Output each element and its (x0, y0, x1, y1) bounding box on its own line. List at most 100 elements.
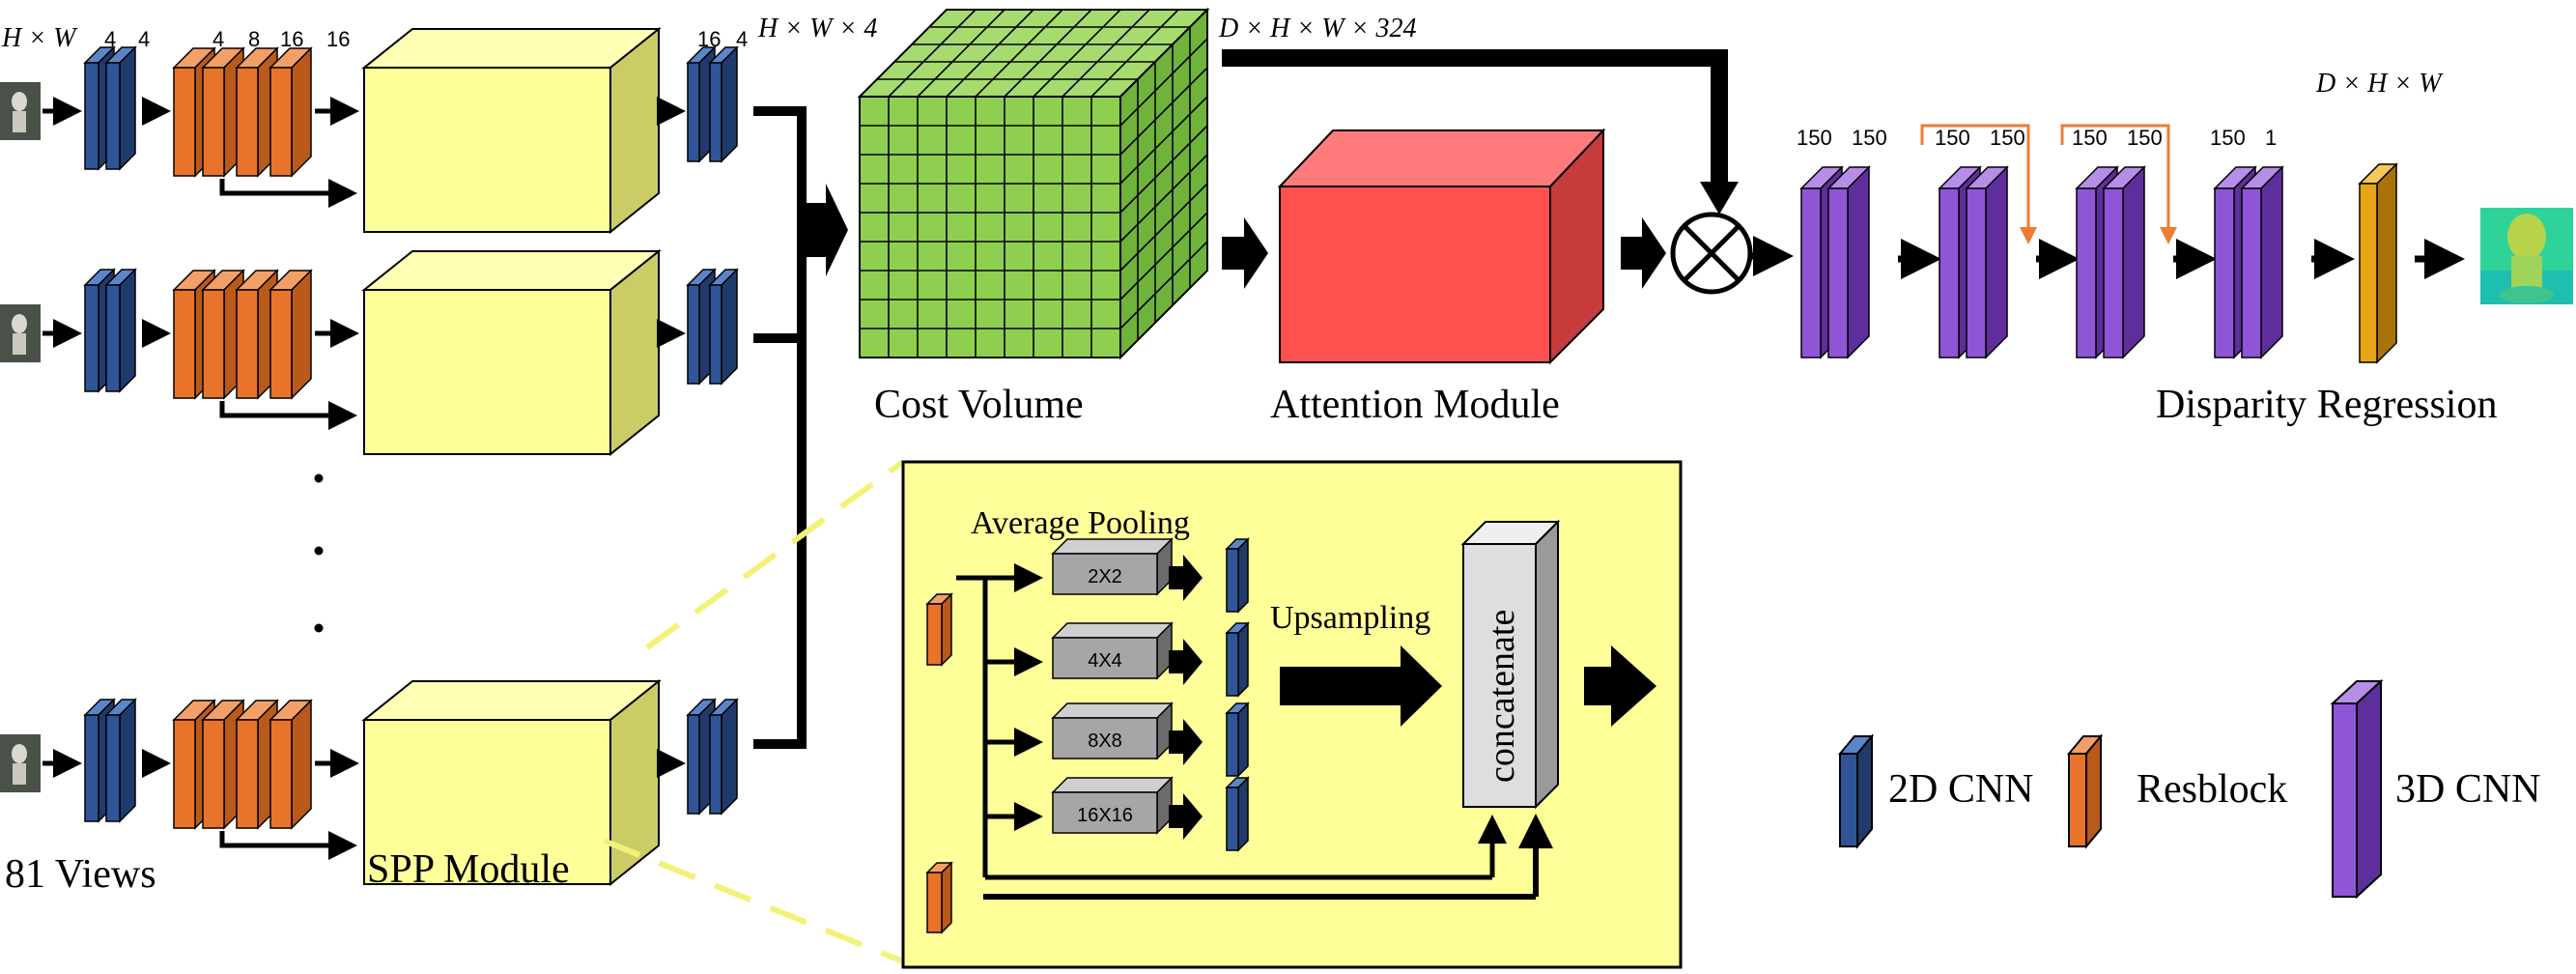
regression-dims-label: D × H × W (2315, 69, 2444, 99)
concatenate-label: concatenate (1482, 610, 1522, 783)
cost-volume-label: Cost Volume (874, 383, 1084, 427)
channel-label: 150 (1852, 126, 1887, 150)
2d-cnn-layer (708, 45, 739, 163)
attention-module-cube (1277, 128, 1606, 365)
ellipsis-dot (314, 623, 324, 633)
pool-block (1051, 702, 1174, 760)
pooling-branch: 2X2 (985, 537, 1250, 614)
resblock-layer (269, 699, 313, 830)
bypass-arrow (1222, 49, 1728, 184)
channel-label-out-2: 4 (736, 27, 748, 51)
legend-3d-cnn-swatch (2330, 678, 2384, 900)
resblock-layer (269, 269, 313, 400)
input-row (0, 26, 739, 235)
channel-label-res-1: 4 (212, 27, 224, 51)
input-row (0, 678, 739, 887)
attention-dims-label: D × H × W × 324 (1218, 14, 1416, 43)
channel-label: 150 (1797, 126, 1832, 150)
pool-arrow (1169, 555, 1203, 601)
channel-label: 150 (1990, 126, 2025, 150)
spp-module-label: SPP Module (367, 847, 570, 892)
upsampled-map (1225, 621, 1250, 698)
legend-2d-cnn-swatch (1837, 733, 1875, 849)
legend-resblock-swatch (2066, 733, 2104, 849)
average-pooling-label: Average Pooling (971, 505, 1190, 541)
spp-module-cube (361, 678, 662, 887)
cost-volume-dims-label: H × W × 4 (757, 14, 877, 43)
2d-cnn-layer (104, 268, 137, 393)
channel-label-2d-1: 4 (104, 27, 116, 51)
buddha-statue-thumbnail-icon (0, 734, 41, 792)
bypass-arrowhead (1700, 182, 1739, 215)
channel-label: 150 (2210, 126, 2246, 150)
pool-block (1051, 537, 1174, 596)
legend-3d-cnn-label: 3D CNN (2395, 767, 2541, 812)
spp-inner-flow (925, 575, 1553, 934)
upsampling-arrow (1280, 645, 1442, 727)
pool-arrow (1169, 639, 1203, 685)
pooling-branch: 16X16 (985, 776, 1250, 852)
ellipsis-dot (314, 546, 324, 556)
regression-layer (2358, 162, 2398, 364)
pool-block (1051, 776, 1174, 835)
skip-connection-arrow (2060, 124, 2177, 244)
pool-arrow (1169, 719, 1203, 765)
pooling-branch: 8X8 (985, 702, 1250, 778)
spp-module-cube (361, 26, 662, 235)
channel-label: 1 (2265, 126, 2277, 150)
channel-label-2d-2: 4 (138, 27, 150, 51)
channel-label: 150 (2072, 126, 2108, 150)
ellipsis-dot (314, 473, 324, 483)
arrow-to-multiply (1621, 217, 1666, 289)
channel-label: 150 (1935, 126, 1970, 150)
arrow-to-attention (1222, 217, 1268, 289)
views-label: 81 Views (5, 852, 156, 897)
pool-size-label: 16X16 (1077, 805, 1133, 826)
multiply-circle-icon (1670, 212, 1753, 295)
resblock-layer (269, 46, 313, 178)
channel-label-res-2: 8 (248, 27, 260, 51)
channel-label-res-4: 16 (326, 27, 350, 51)
input-dims-label: H × W (1, 23, 78, 53)
attention-module-label: Attention Module (1270, 383, 1560, 427)
2d-cnn-layer (104, 45, 137, 171)
skip-arrow (219, 401, 357, 430)
pooling-branch: 4X4 (985, 621, 1250, 698)
skip-arrow (219, 831, 357, 860)
2d-cnn-layer (708, 268, 739, 386)
2d-cnn-layer (104, 698, 137, 823)
disparity-regression-label: Disparity Regression (2156, 383, 2497, 427)
cnn3d-pair: 150 150 (2072, 126, 2163, 359)
upsampled-map (1225, 702, 1250, 778)
legend (1837, 678, 2384, 900)
buddha-statue-thumbnail-icon (0, 82, 41, 140)
spp-module-cube (361, 248, 662, 457)
pool-block (1051, 621, 1174, 680)
cost-volume-faces (857, 7, 1210, 360)
pool-size-label: 2X2 (1088, 566, 1122, 587)
disparity-map-thumbnail-icon (2480, 208, 2573, 304)
channel-label: 150 (2127, 126, 2163, 150)
pool-size-label: 4X4 (1088, 650, 1122, 672)
merge-bus (753, 106, 848, 749)
cnn3d-layer (1965, 165, 2009, 359)
legend-2d-cnn-label: 2D CNN (1888, 767, 2034, 812)
pool-arrow (1169, 793, 1203, 840)
skip-connection-arrow (1920, 124, 2037, 244)
cost-volume-cube (857, 7, 1210, 360)
upsampled-map (1225, 537, 1250, 614)
concatenate-block (1460, 519, 1561, 810)
cnn3d-layer (2240, 165, 2284, 359)
cnn3d-layer (1826, 165, 1871, 359)
legend-resblock-label: Resblock (2137, 767, 2287, 812)
pool-size-label: 8X8 (1088, 730, 1122, 752)
channel-label-res-3: 16 (280, 27, 303, 51)
spp-output-arrow (1584, 645, 1656, 727)
cnn3d-pair: 150 150 (1935, 126, 2025, 359)
input-row (0, 248, 739, 457)
upsampled-map (1225, 776, 1250, 852)
skip-arrow (219, 179, 357, 208)
